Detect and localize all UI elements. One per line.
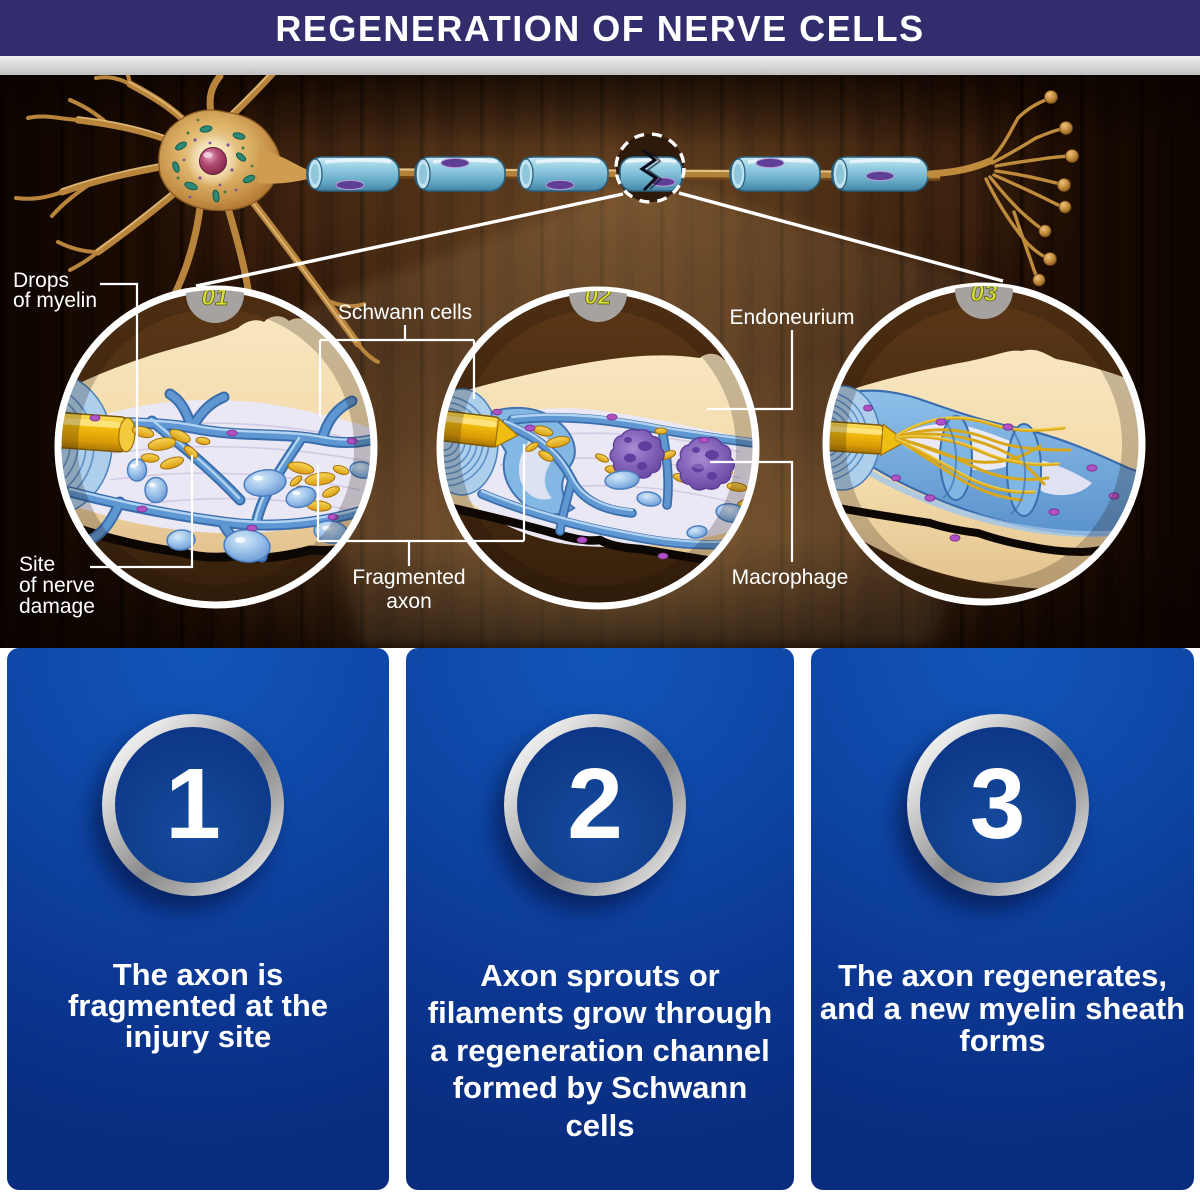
svg-text:of nerve: of nerve bbox=[19, 574, 95, 597]
svg-text:Schwann cells: Schwann cells bbox=[338, 301, 472, 324]
svg-text:03: 03 bbox=[971, 280, 998, 307]
svg-text:02: 02 bbox=[585, 283, 612, 310]
svg-text:damage: damage bbox=[19, 595, 95, 618]
svg-text:of myelin: of myelin bbox=[13, 289, 97, 312]
svg-text:axon: axon bbox=[386, 590, 432, 613]
svg-text:Macrophage: Macrophage bbox=[732, 566, 849, 589]
svg-text:Fragmented: Fragmented bbox=[352, 566, 465, 589]
svg-text:01: 01 bbox=[202, 284, 229, 311]
svg-text:Endoneurium: Endoneurium bbox=[730, 306, 855, 329]
svg-text:Site: Site bbox=[19, 553, 55, 576]
svg-text:Drops: Drops bbox=[13, 269, 69, 292]
